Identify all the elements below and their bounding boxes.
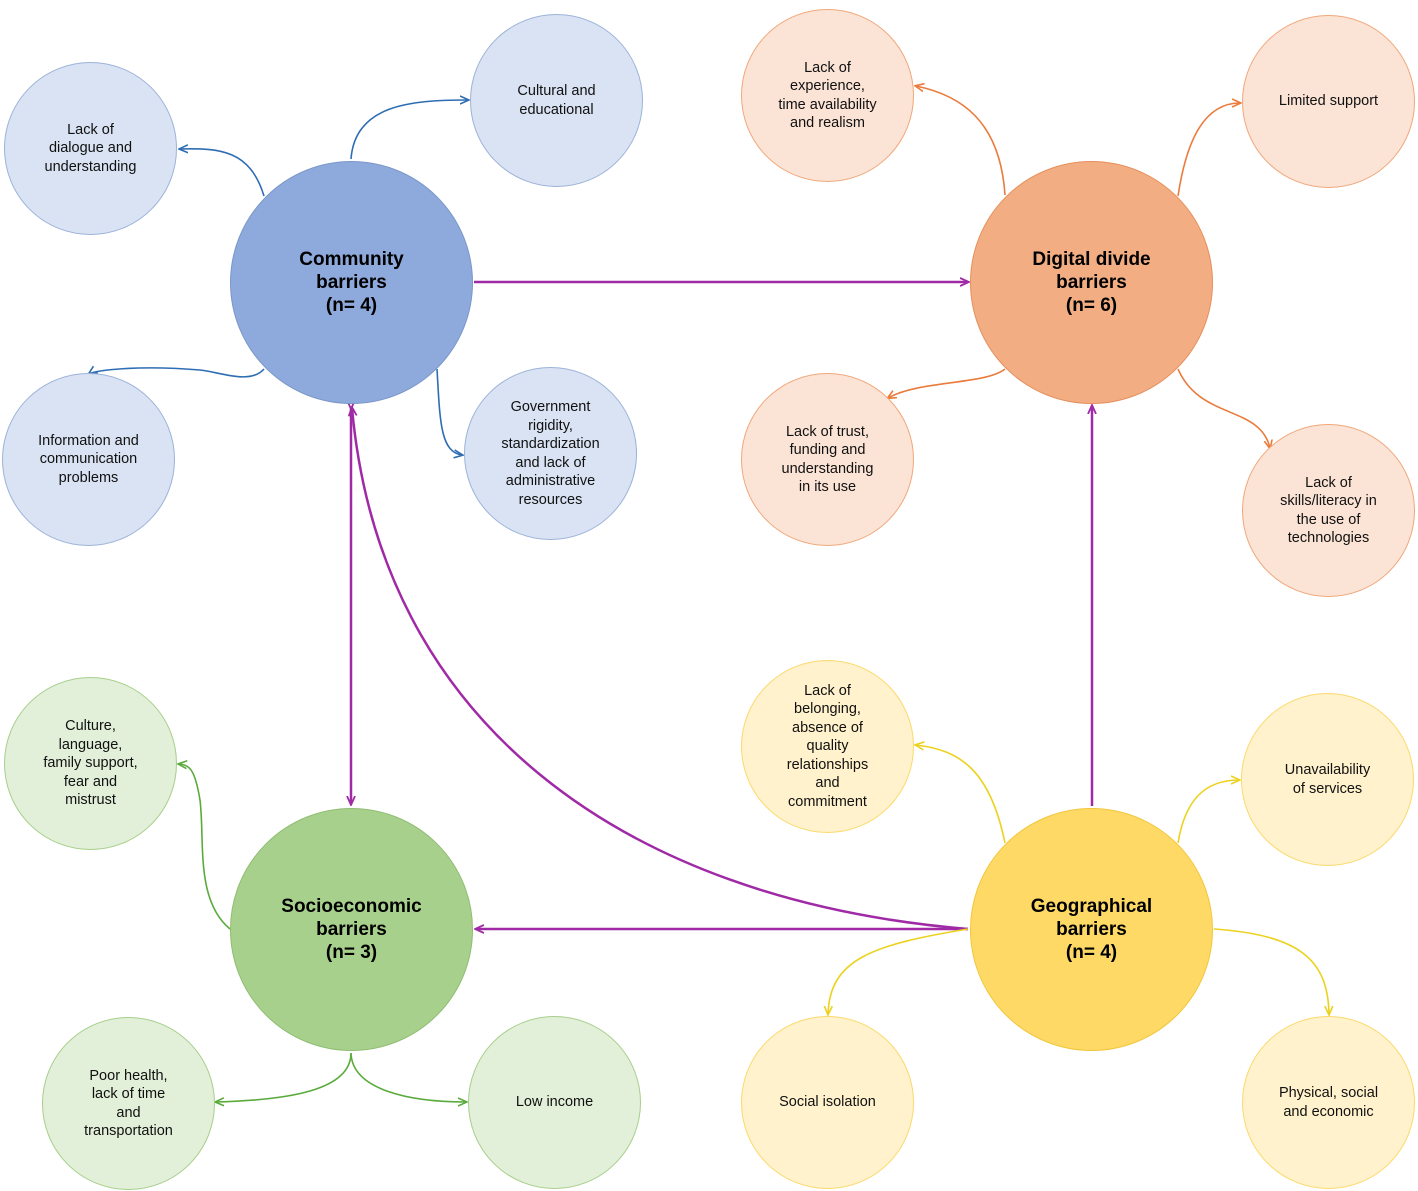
socioeconomic-barriers-node: Socioeconomic barriers (n= 3) (230, 808, 473, 1051)
geo-sub-belonging: Lack of belonging, absence of quality re… (741, 660, 914, 833)
arrow-digital-trust (888, 368, 1006, 398)
digital-divide-barriers-label: Digital divide barriers (n= 6) (1032, 249, 1151, 316)
arrow-digital-skills (1177, 368, 1270, 448)
socio-sub-culture: Culture, language, family support, fear … (4, 677, 177, 850)
community-sub-cultural-label: Cultural and educational (517, 83, 596, 118)
socio-sub-income-label: Low income (515, 1094, 594, 1111)
community-sub-government: Government rigidity, standardization and… (464, 367, 637, 540)
digital-sub-skills-label: Lack of skills/literacy in the use of te… (1280, 474, 1377, 547)
arrow-digital-limited (1177, 103, 1240, 197)
community-sub-information-label: Information and communication problems (38, 432, 139, 486)
geo-sub-physical-label: Physical, social and economic (1278, 1085, 1379, 1120)
socioeconomic-barriers-label: Socioeconomic barriers (n= 3) (281, 896, 422, 963)
digital-sub-limited-support: Limited support (1242, 15, 1415, 188)
community-barriers-label: Community barriers (n= 4) (299, 249, 404, 316)
digital-sub-trust: Lack of trust, funding and understanding… (741, 373, 914, 546)
digital-sub-skills: Lack of skills/literacy in the use of te… (1242, 424, 1415, 597)
arrow-geo-isolation (828, 928, 969, 1014)
arrow-community-dialogue (180, 149, 265, 197)
geographical-barriers-node: Geographical barriers (n= 4) (970, 808, 1213, 1051)
arrow-socio-income (350, 1052, 466, 1102)
geo-sub-belonging-label: Lack of belonging, absence of quality re… (786, 682, 869, 810)
geo-sub-isolation: Social isolation (741, 1016, 914, 1189)
community-sub-dialogue-label: Lack of dialogue and understanding (44, 121, 137, 175)
arrow-socio-health (216, 1052, 352, 1102)
community-sub-cultural: Cultural and educational (470, 14, 643, 187)
socio-sub-health: Poor health, lack of time and transporta… (42, 1017, 215, 1190)
digital-sub-limited-support-label: Limited support (1278, 93, 1379, 110)
digital-sub-experience-label: Lack of experience, time availability an… (778, 59, 877, 132)
arrow-community-government (436, 368, 462, 455)
community-sub-government-label: Government rigidity, standardization and… (501, 399, 600, 508)
geo-sub-services-label: Unavailability of services (1284, 762, 1371, 797)
digital-divide-barriers-node: Digital divide barriers (n= 6) (970, 161, 1213, 404)
socio-sub-income: Low income (468, 1016, 641, 1189)
arrow-geo-to-community (352, 408, 969, 931)
digital-sub-experience: Lack of experience, time availability an… (741, 9, 914, 182)
arrow-geo-belonging (916, 745, 1006, 844)
socio-sub-culture-label: Culture, language, family support, fear … (43, 718, 138, 809)
arrow-digital-experience (916, 86, 1006, 196)
arrow-community-information (89, 368, 265, 378)
geo-sub-physical: Physical, social and economic (1242, 1016, 1415, 1189)
community-sub-dialogue: Lack of dialogue and understanding (4, 62, 177, 235)
arrow-geo-services (1177, 780, 1239, 844)
socio-sub-health-label: Poor health, lack of time and transporta… (84, 1067, 173, 1140)
geo-sub-isolation-label: Social isolation (779, 1094, 876, 1111)
arrow-community-cultural (350, 100, 468, 160)
community-sub-information: Information and communication problems (2, 373, 175, 546)
arrow-geo-physical (1213, 928, 1329, 1014)
digital-sub-trust-label: Lack of trust, funding and understanding… (781, 423, 874, 496)
community-barriers-node: Community barriers (n= 4) (230, 161, 473, 404)
geographical-barriers-label: Geographical barriers (n= 4) (1030, 896, 1153, 963)
arrow-socio-culture (179, 764, 231, 930)
geo-sub-services: Unavailability of services (1241, 693, 1414, 866)
